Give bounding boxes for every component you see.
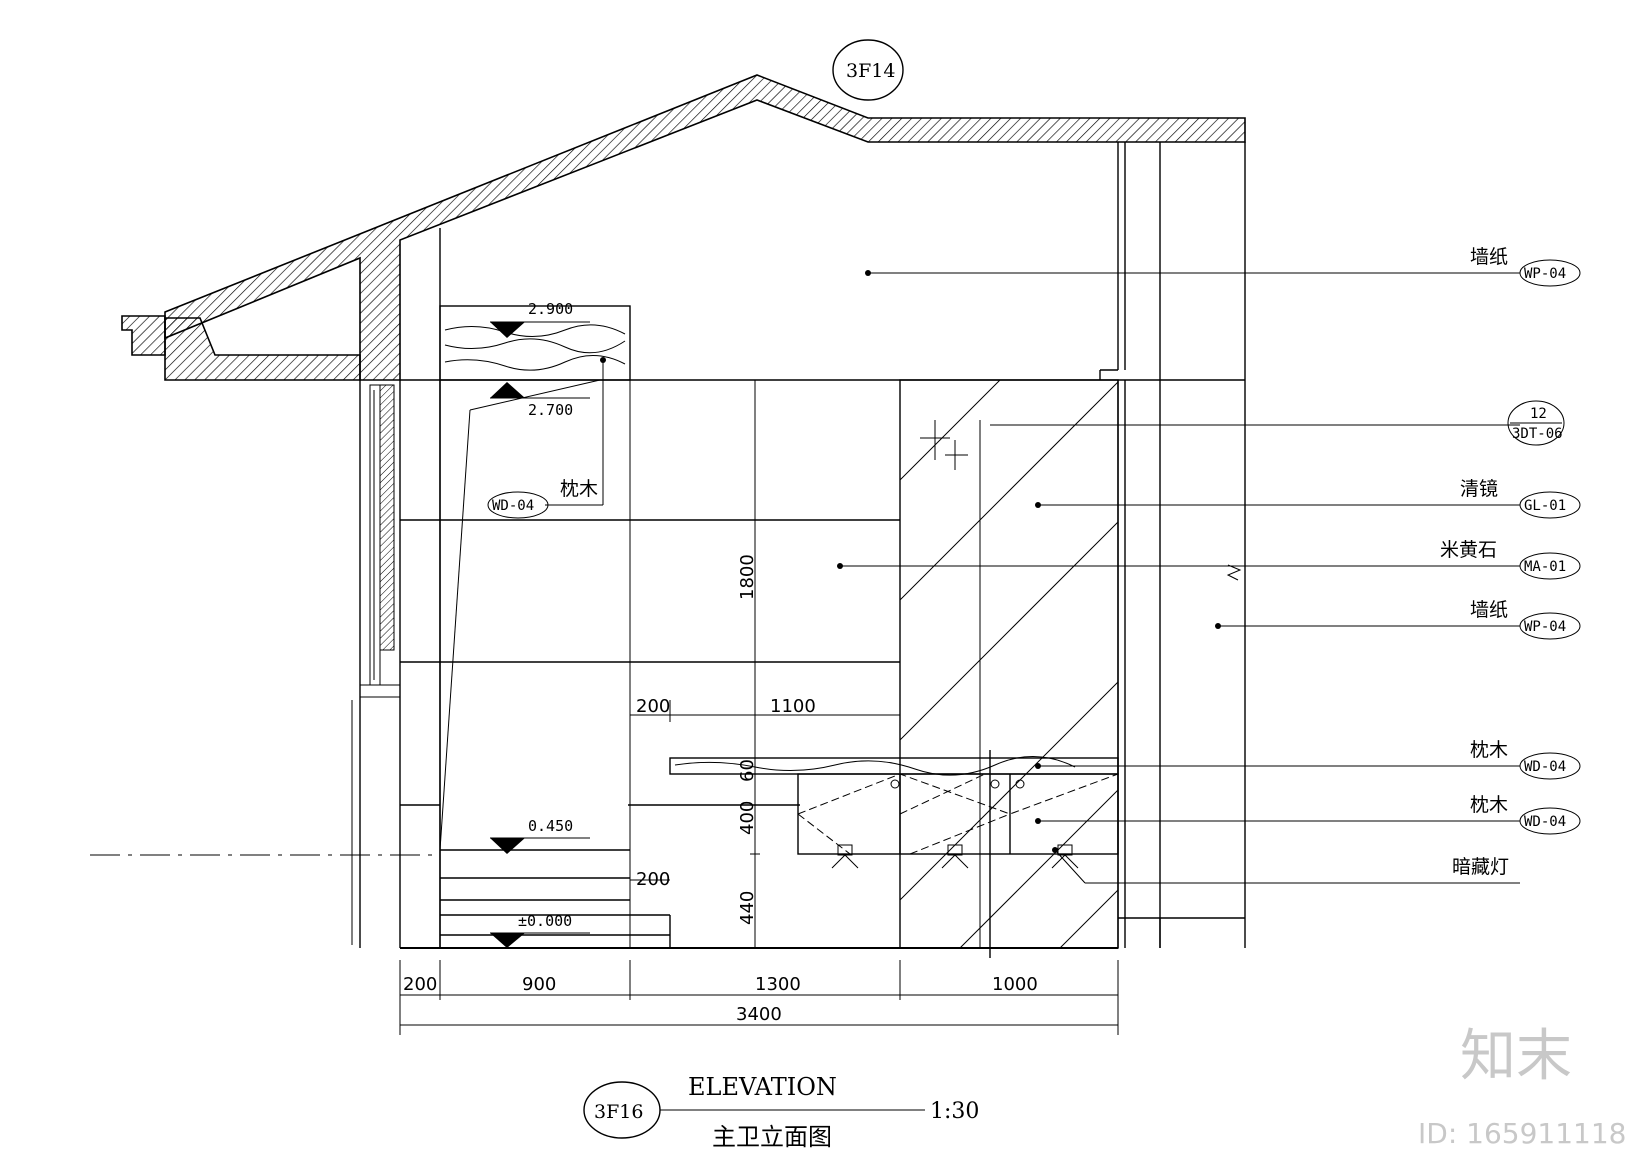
leaders xyxy=(545,270,1520,884)
level-markers xyxy=(490,321,590,948)
label-wallpaper-1: 墙纸 xyxy=(1470,246,1508,268)
tag-ma01: MA-01 xyxy=(1524,559,1566,575)
level-2700: 2.700 xyxy=(528,401,573,419)
dim-200a: 200 xyxy=(636,696,670,717)
title-callout: 3F16 xyxy=(594,1101,643,1123)
title-scale: 1:30 xyxy=(930,1099,979,1124)
label-beige-stone: 米黄石 xyxy=(1440,539,1497,561)
callout-3f14 xyxy=(832,39,904,101)
label-hidden-light: 暗藏灯 xyxy=(1452,856,1509,878)
tag-gl01: GL-01 xyxy=(1524,498,1566,514)
dim-200b: 200 xyxy=(636,869,670,890)
level-2900: 2.900 xyxy=(528,300,573,318)
dim-1100: 1100 xyxy=(770,696,816,717)
dim-bottom-200: 200 xyxy=(403,974,437,995)
label-wallpaper-2: 墙纸 xyxy=(1470,599,1508,621)
dim-bottom-1000: 1000 xyxy=(992,974,1038,995)
label-timber-2: 枕木 xyxy=(1470,794,1508,816)
tag-wd04-left: WD-04 xyxy=(492,498,534,514)
level-0000: ±0.000 xyxy=(518,912,572,930)
tag-wp04-2: WP-04 xyxy=(1524,619,1566,635)
title-cn: 主卫立面图 xyxy=(712,1123,832,1151)
label-timber-1: 枕木 xyxy=(1470,739,1508,761)
title-en: ELEVATION xyxy=(688,1073,837,1101)
eave-gutter xyxy=(121,315,166,356)
dim-total-3400: 3400 xyxy=(736,1004,782,1025)
callout-3f14-text: 3F14 xyxy=(846,60,895,82)
label-mirror: 清镜 xyxy=(1460,478,1498,500)
dim-bottom-1300: 1300 xyxy=(755,974,801,995)
dim-440: 440 xyxy=(737,891,758,925)
svg-text:12: 12 xyxy=(1530,406,1547,422)
dim-bottom-900: 900 xyxy=(522,974,556,995)
tag-wp04-1: WP-04 xyxy=(1524,266,1566,282)
dim-1800: 1800 xyxy=(737,554,758,600)
eave-soffit xyxy=(164,317,361,381)
tag-wd04-1: WD-04 xyxy=(1524,759,1566,775)
level-0450: 0.450 xyxy=(528,817,573,835)
dim-ticks xyxy=(399,960,1119,1035)
hidden-light-fixtures xyxy=(831,844,1079,869)
dim-60: 60 xyxy=(737,759,758,782)
watermark-id: ID: 165911118 xyxy=(1418,1117,1626,1150)
label-timber-left: 枕木 xyxy=(560,478,598,500)
tag-wd04-2: WD-04 xyxy=(1524,814,1566,830)
svg-text:3DT-06: 3DT-06 xyxy=(1512,426,1563,442)
roof-section xyxy=(164,74,1246,381)
watermark-logo: 知末 xyxy=(1460,1024,1572,1089)
dim-400: 400 xyxy=(737,801,758,835)
